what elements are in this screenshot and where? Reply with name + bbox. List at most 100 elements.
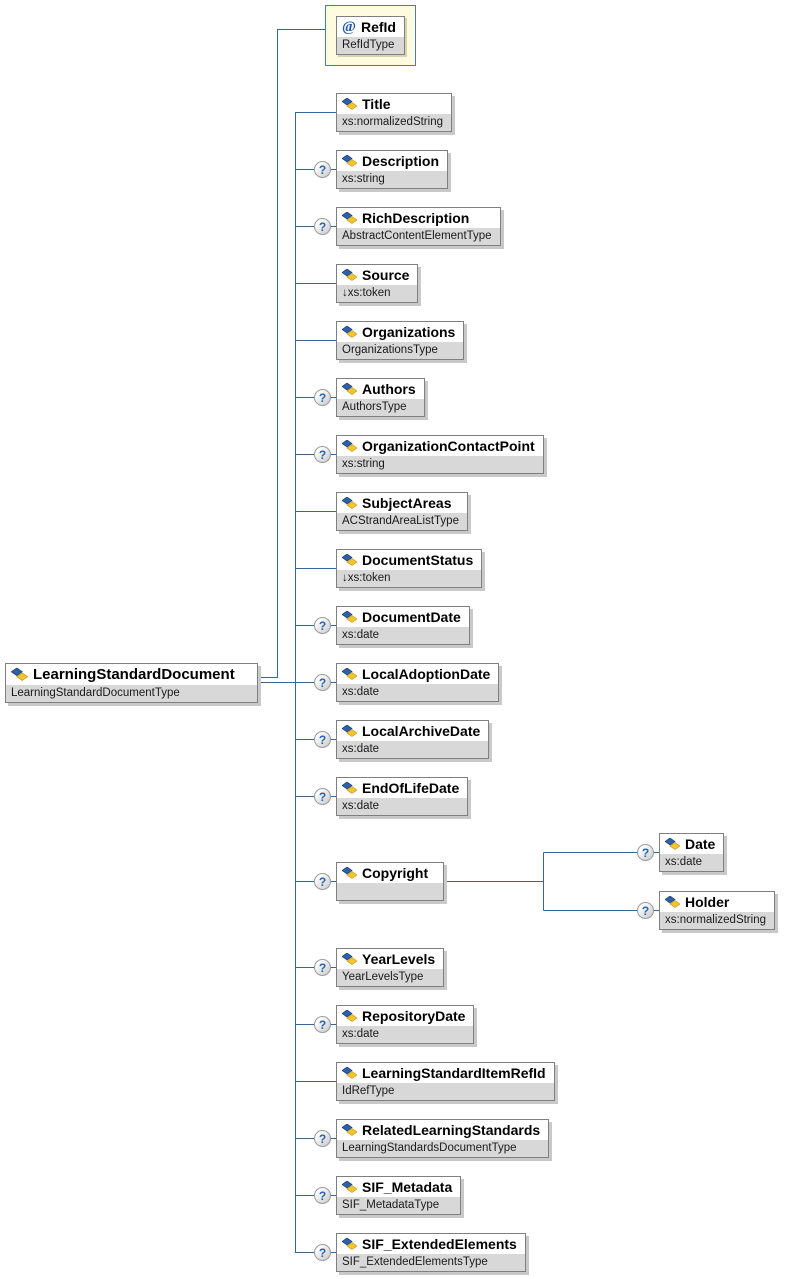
element-name: RelatedLearningStandards xyxy=(362,1122,541,1138)
element-name: Description xyxy=(362,153,440,169)
element-name: Holder xyxy=(685,894,730,910)
element-name-row: Description xyxy=(337,151,447,171)
element-type: AbstractContentElementType xyxy=(337,228,500,245)
optional-question-icon: ? xyxy=(314,161,331,178)
element-icon xyxy=(342,668,357,680)
element-name-row: Title xyxy=(337,94,451,114)
element-icon xyxy=(342,326,357,338)
element-type: LearningStandardsDocumentType xyxy=(337,1140,549,1157)
element-name: DocumentStatus xyxy=(362,552,474,568)
element-name: Organizations xyxy=(362,324,456,340)
optional-question-icon: ? xyxy=(314,674,331,691)
element-row-Copyright: ? Copyright xyxy=(314,862,444,901)
element-name-row: SubjectAreas xyxy=(337,493,467,513)
element-type xyxy=(337,883,443,900)
element-row-DocumentStatus: DocumentStatus↓xs:token xyxy=(336,549,483,588)
element-icon xyxy=(342,383,357,395)
element-name-row: EndOfLifeDate xyxy=(337,778,467,798)
optional-question-icon: ? xyxy=(314,873,331,890)
element-name: RepositoryDate xyxy=(362,1008,466,1024)
element-name-row: SIF_Metadata xyxy=(337,1177,460,1197)
optional-question-icon: ? xyxy=(637,844,654,861)
element-icon xyxy=(342,1124,357,1136)
element-name-row: Organizations xyxy=(337,322,463,342)
element-type: xs:normalizedString xyxy=(337,114,451,131)
optional-question-icon: ? xyxy=(314,731,331,748)
element-name: Authors xyxy=(362,381,416,397)
element-node-Source[interactable]: Source↓xs:token xyxy=(336,264,419,303)
element-name: OrganizationContactPoint xyxy=(362,438,535,454)
optional-question-icon: ? xyxy=(314,788,331,805)
element-name: Copyright xyxy=(362,865,429,881)
element-icon xyxy=(342,497,357,509)
element-icon xyxy=(342,1181,357,1193)
element-name-row: Holder xyxy=(660,892,774,912)
element-name: RichDescription xyxy=(362,210,470,226)
attribute-name-row: @ RefId xyxy=(337,17,404,37)
element-icon xyxy=(665,838,680,850)
element-type: xs:date xyxy=(337,741,489,758)
element-name-row: DocumentStatus xyxy=(337,550,481,570)
element-name: YearLevels xyxy=(362,951,436,967)
element-type: ↓xs:token xyxy=(337,285,418,302)
element-node-DocumentStatus[interactable]: DocumentStatus↓xs:token xyxy=(336,549,483,588)
attribute-at-icon: @ xyxy=(342,18,356,35)
attribute-node-RefId[interactable]: @ RefId RefIdType xyxy=(336,16,405,55)
root-element-node[interactable]: LearningStandardDocument LearningStandar… xyxy=(5,663,258,703)
optional-question-icon: ? xyxy=(314,1244,331,1261)
root-element-type: LearningStandardDocumentType xyxy=(6,685,257,702)
element-icon xyxy=(11,668,28,681)
element-name-row: Source xyxy=(337,265,417,285)
element-type: YearLevelsType xyxy=(337,969,444,986)
element-type: IdRefType xyxy=(337,1083,554,1100)
element-name: SIF_Metadata xyxy=(362,1179,453,1195)
attribute-name: RefId xyxy=(360,19,396,35)
element-icon xyxy=(342,1238,357,1250)
optional-question-icon: ? xyxy=(314,1187,331,1204)
element-name-row: Copyright xyxy=(337,863,443,883)
element-icon xyxy=(342,212,357,224)
optional-question-icon: ? xyxy=(314,617,331,634)
element-name-row: Date xyxy=(660,834,723,854)
root-name-row: LearningStandardDocument xyxy=(6,664,257,685)
element-node-Copyright[interactable]: Copyright xyxy=(336,862,444,901)
element-name-row: YearLevels xyxy=(337,949,443,969)
element-name-row: RelatedLearningStandards xyxy=(337,1120,548,1140)
root-element-name: LearningStandardDocument xyxy=(33,666,235,683)
element-icon xyxy=(342,611,357,623)
element-name-row: SIF_ExtendedElements xyxy=(337,1234,525,1254)
element-type: xs:date xyxy=(337,798,468,815)
element-icon xyxy=(342,98,357,110)
element-name-row: OrganizationContactPoint xyxy=(337,436,543,456)
element-type: ACStrandAreaListType xyxy=(337,513,467,530)
